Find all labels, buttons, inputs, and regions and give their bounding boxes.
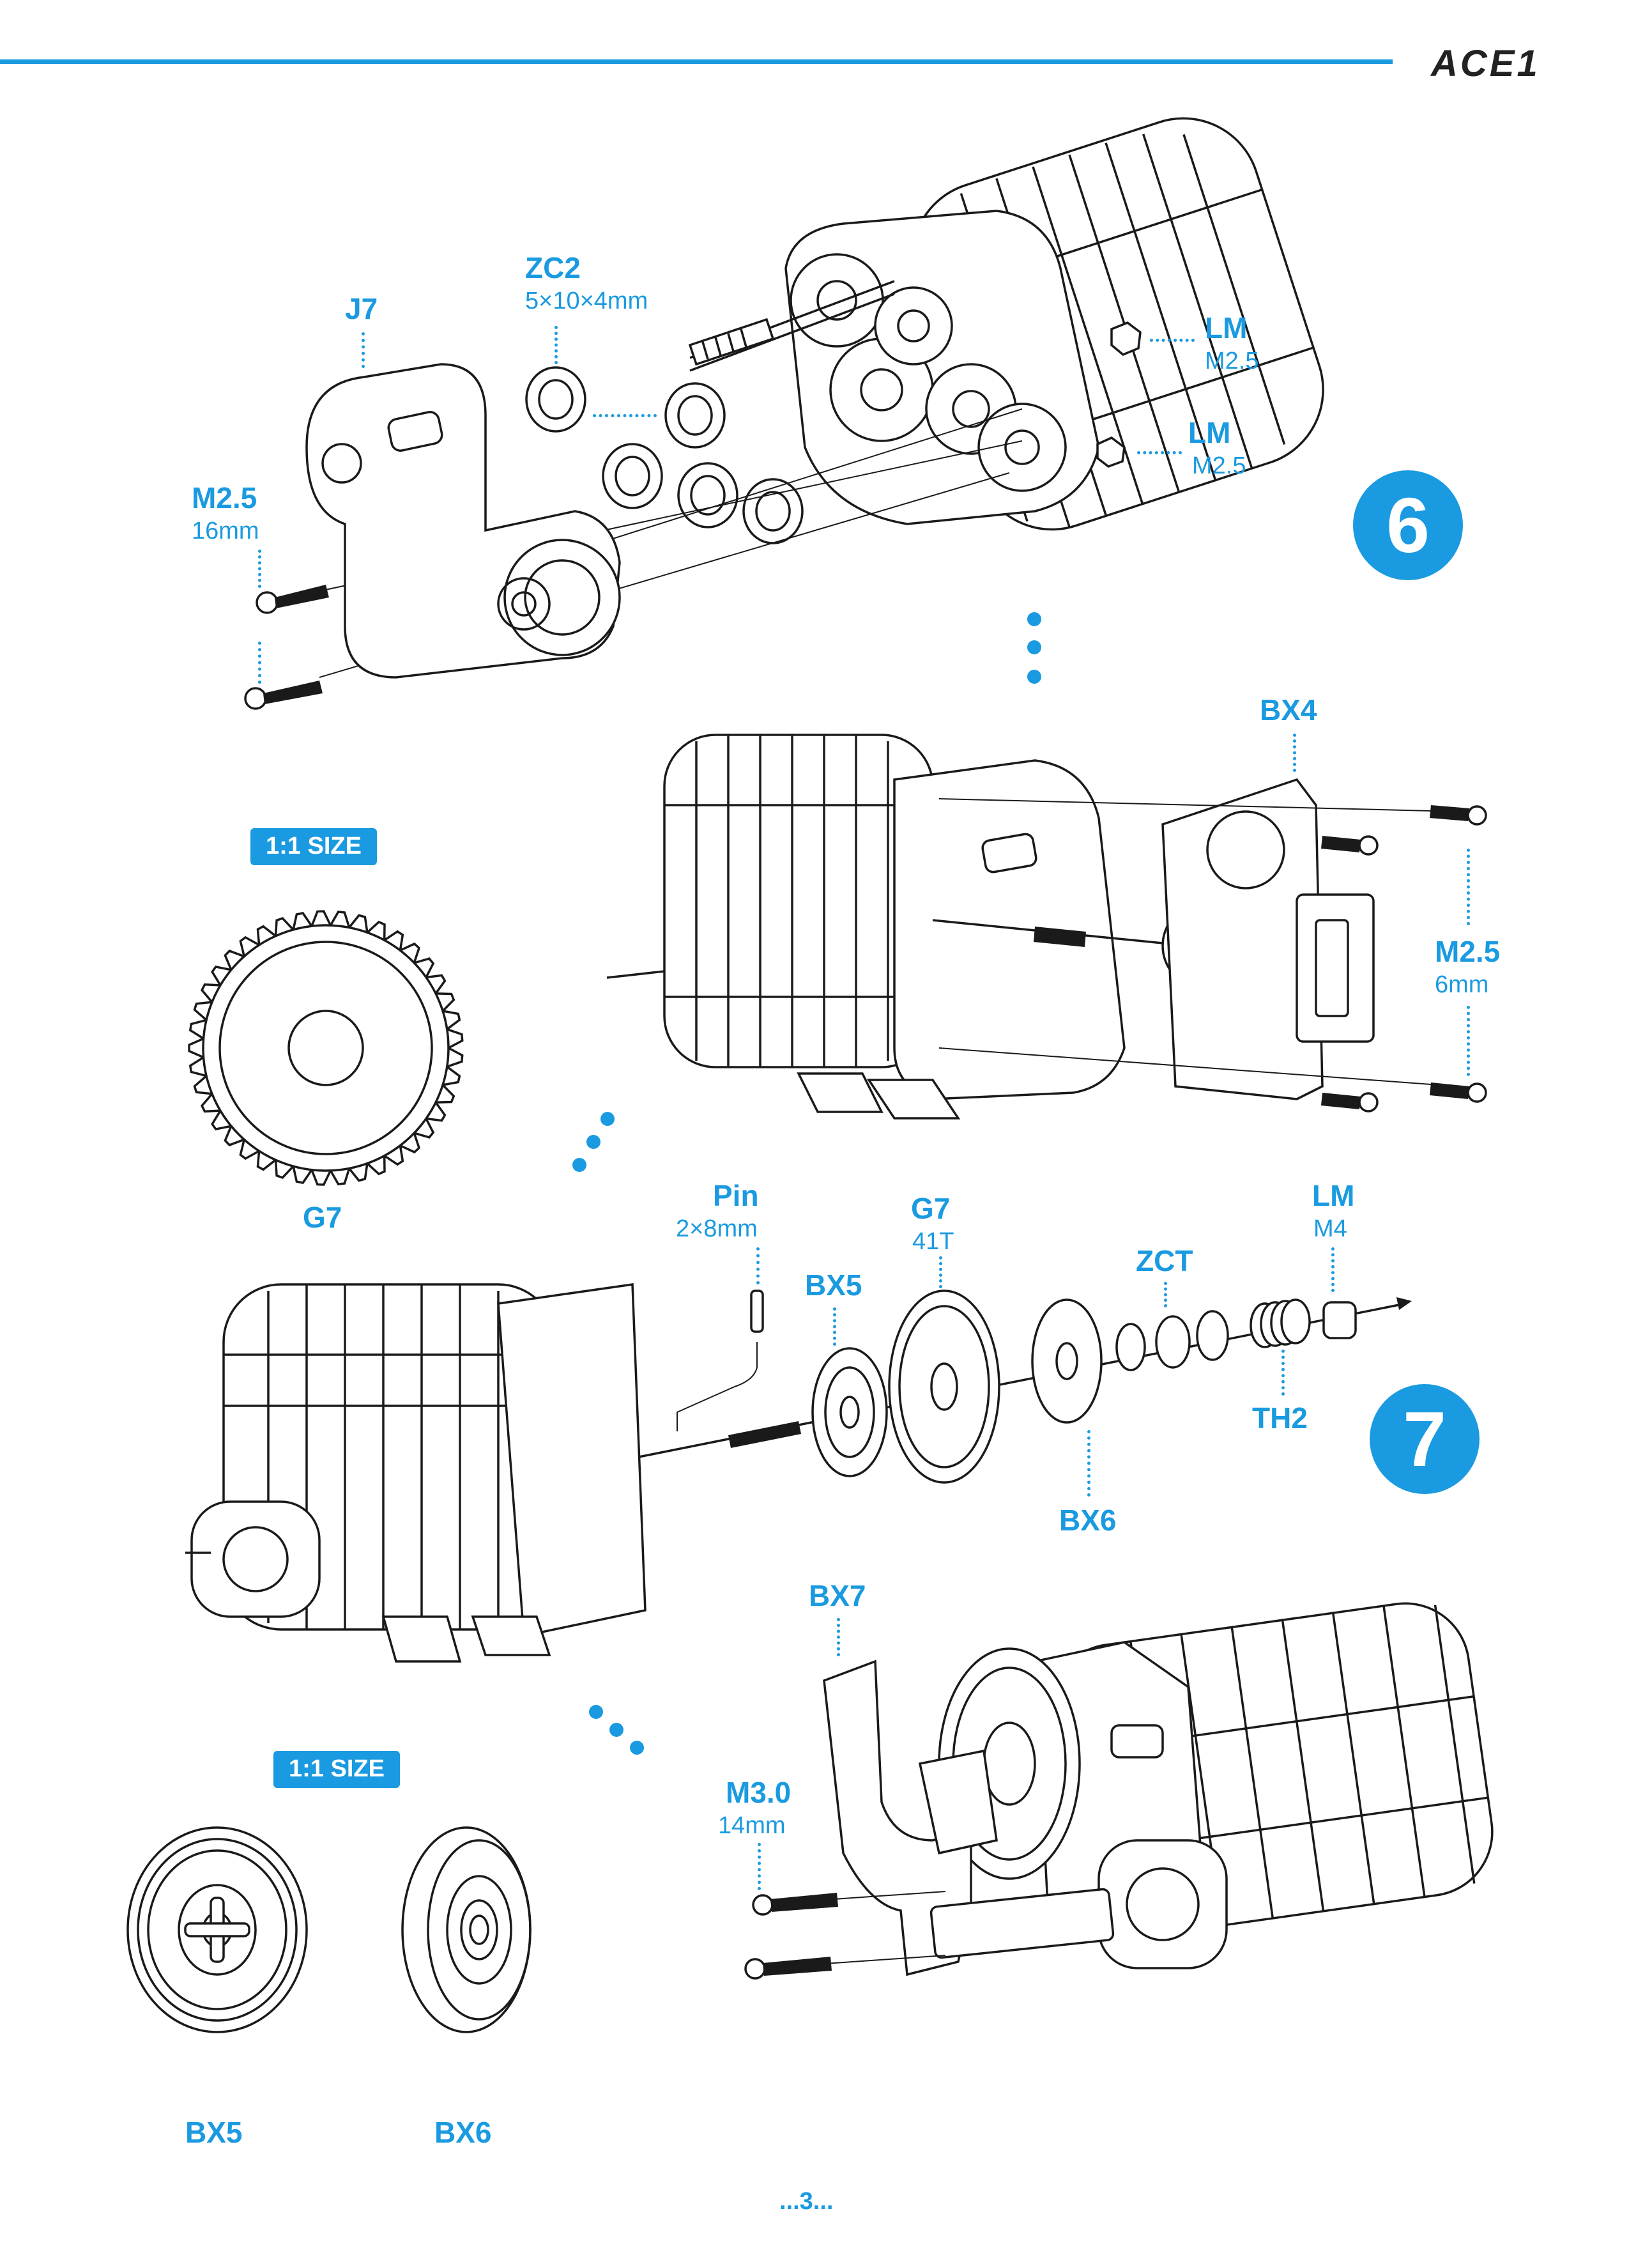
leader-zc2-h	[593, 414, 657, 417]
screw-icon	[688, 318, 775, 366]
flow-dot	[589, 1705, 603, 1719]
label-bx6-full: BX6	[434, 2116, 492, 2149]
label-th2: TH2	[1252, 1401, 1308, 1435]
label-j7: J7	[345, 292, 378, 325]
flow-dot	[1027, 640, 1041, 654]
nut-icon	[1322, 1301, 1357, 1339]
leader-lm-b	[1137, 451, 1182, 454]
label-g7: G7	[911, 1192, 951, 1225]
label-bx5-full: BX5	[185, 2116, 243, 2149]
label-bx5: BX5	[805, 1268, 862, 1302]
label-lm-size: M4	[1313, 1215, 1347, 1242]
label-lm: LM	[1312, 1179, 1355, 1212]
flow-dot	[609, 1723, 623, 1737]
size-badge-g7: 1:1 SIZE	[250, 828, 377, 865]
label-lm-a: LM	[1205, 311, 1248, 344]
flow-dot	[630, 1741, 644, 1755]
screw-icon	[1321, 805, 1487, 1113]
label-pin-size: 2×8mm	[676, 1215, 758, 1242]
label-m25-16-size: 16mm	[192, 518, 259, 544]
flow-dot	[600, 1112, 615, 1126]
label-m30-size: 14mm	[718, 1812, 786, 1839]
leader-bx7	[837, 1618, 840, 1656]
leader-bx5	[833, 1307, 836, 1346]
gearbox-icon	[760, 1602, 1494, 1976]
label-m25-6: M2.5	[1435, 935, 1501, 968]
flow-dot	[1027, 612, 1041, 626]
label-lm-b: LM	[1188, 416, 1231, 449]
label-zct: ZCT	[1136, 1244, 1193, 1277]
gear-icon	[188, 910, 464, 1186]
leader-th2	[1281, 1350, 1285, 1396]
leader-lm-a	[1150, 339, 1195, 342]
flow-dot	[586, 1135, 600, 1149]
label-bx4: BX4	[1260, 693, 1317, 727]
page-number: ...3...	[779, 2188, 834, 2215]
leader-pin	[756, 1247, 760, 1284]
leader-zc2	[554, 326, 558, 364]
step-7-badge: 7	[1370, 1384, 1480, 1494]
label-lm-a-size: M2.5	[1205, 348, 1259, 374]
nut-icon	[1096, 321, 1142, 468]
size-badge-bx: 1:1 SIZE	[273, 1751, 400, 1788]
leader-zct	[1164, 1282, 1167, 1307]
leader-m25-16-b	[258, 642, 261, 684]
label-bx6: BX6	[1059, 1504, 1117, 1537]
step-6-badge: 6	[1353, 470, 1463, 580]
gearbox-icon	[185, 1282, 646, 1663]
label-g7-size: 41T	[912, 1228, 954, 1255]
leader-j7	[362, 332, 365, 368]
spring-icon	[1250, 1298, 1311, 1348]
leader-bx4	[1293, 734, 1296, 772]
leader-m25-16-a	[258, 550, 261, 588]
leader-m30	[758, 1843, 761, 1890]
label-pin: Pin	[713, 1179, 759, 1212]
header-rule	[0, 59, 1393, 64]
label-g7-full-size: G7	[303, 1201, 342, 1234]
label-lm-b-size: M2.5	[1192, 452, 1246, 479]
leader-g7	[939, 1256, 942, 1288]
screw-icon	[744, 1893, 838, 1980]
label-m30: M3.0	[726, 1776, 792, 1809]
flow-dot	[572, 1158, 586, 1172]
gearbox-icon	[606, 734, 1457, 1120]
flow-dot	[1027, 670, 1041, 684]
leader-lm	[1331, 1247, 1335, 1292]
label-m25-16: M2.5	[192, 481, 257, 514]
bx5-full-size	[126, 1826, 308, 2033]
bx6-full-size	[401, 1826, 532, 2033]
label-bx7: BX7	[809, 1579, 866, 1612]
leader-m25-6-b	[1467, 1006, 1470, 1076]
leader-m25-6-a	[1467, 849, 1470, 925]
brand-logo: ACE1	[1431, 43, 1540, 84]
screw-icon	[244, 585, 329, 710]
label-zc2: ZC2	[525, 251, 581, 284]
bearing-icon	[525, 366, 804, 544]
label-zc2-size: 5×10×4mm	[525, 288, 648, 314]
label-m25-6-size: 6mm	[1435, 971, 1489, 998]
leader-bx6	[1087, 1430, 1090, 1497]
